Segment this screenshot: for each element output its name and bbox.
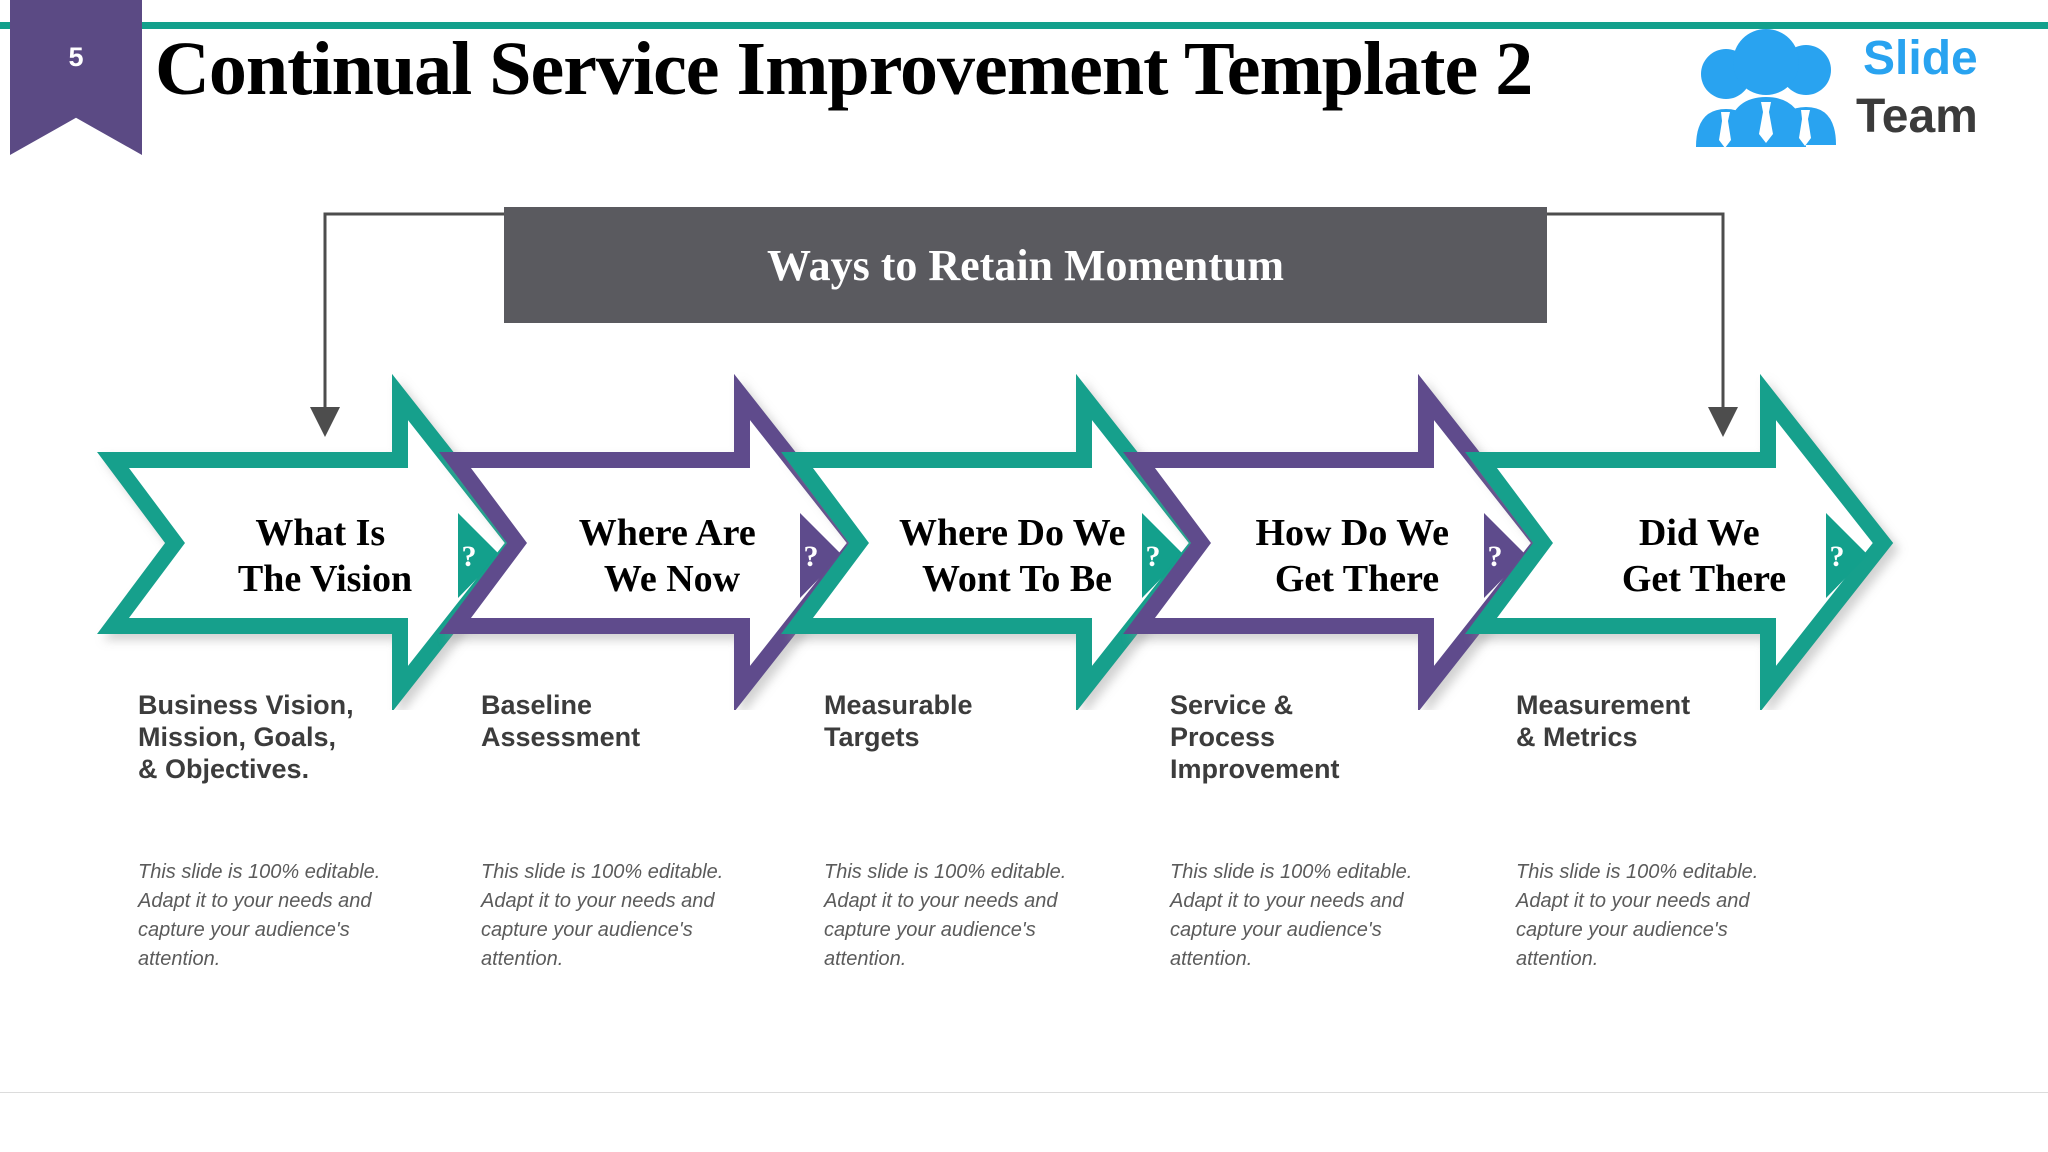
step-body-1: This slide is 100% editable. Adapt it to… <box>138 861 381 970</box>
step-detail-columns: Business Vision, Mission, Goals, & Objec… <box>0 690 2048 1020</box>
momentum-banner: Ways to Retain Momentum <box>504 207 1547 323</box>
chevron-step-5[interactable] <box>1465 373 1894 710</box>
chevron-marker-2: ? <box>800 513 842 598</box>
chevron-step-4[interactable] <box>1123 373 1552 710</box>
three-people-icon <box>1696 29 1836 147</box>
chevron-step-3[interactable] <box>781 373 1210 710</box>
chevron-label-2-line1: Where Are <box>579 512 756 554</box>
chevron-label-2-line2: We Now <box>604 558 741 600</box>
chevron-label-5-line1: Did We <box>1639 512 1760 554</box>
step-heading-2: Baseline Assessment <box>481 690 641 752</box>
step-detail-3: Measurable Targets This slide is 100% ed… <box>824 690 1114 970</box>
question-mark-glyph-4: ? <box>1488 540 1503 573</box>
step-body-5: This slide is 100% editable. Adapt it to… <box>1516 861 1759 970</box>
momentum-banner-label: Ways to Retain Momentum <box>767 240 1284 290</box>
footer-divider <box>0 1092 2048 1093</box>
logo-word-slide: Slide <box>1863 32 1978 85</box>
question-mark-glyph-5: ? <box>1830 540 1845 573</box>
slide-number-badge: 5 <box>10 0 142 155</box>
step-heading-1: Business Vision, Mission, Goals, & Objec… <box>138 690 354 784</box>
chevron-label-4: How Do We Get There <box>1255 512 1458 600</box>
step-detail-1: Business Vision, Mission, Goals, & Objec… <box>138 690 428 970</box>
chevron-marker-1: ? <box>458 513 500 598</box>
step-detail-4: Service & Process Improvement This slide… <box>1170 690 1460 970</box>
chevron-marker-3: ? <box>1142 513 1184 598</box>
step-body-4: This slide is 100% editable. Adapt it to… <box>1170 861 1413 970</box>
chevron-label-4-line2: Get There <box>1275 558 1439 600</box>
chevron-label-3-line2: Wont To Be <box>922 558 1112 600</box>
chevron-label-5-line2: Get There <box>1622 558 1786 600</box>
chevron-label-1-line1: What Is <box>255 512 385 554</box>
slide-header: 5 Continual Service Improvement Template… <box>0 0 2048 170</box>
chevron-label-1: What Is The Vision <box>238 512 412 600</box>
chevron-label-4-line1: How Do We <box>1255 512 1449 554</box>
step-heading-3: Measurable Targets <box>824 690 973 752</box>
step-detail-2: Baseline Assessment This slide is 100% e… <box>481 690 771 970</box>
chevron-label-2: Where Are We Now <box>579 512 765 600</box>
connector-right <box>1547 212 1738 437</box>
chevron-step-1[interactable] <box>97 373 526 710</box>
chevron-marker-4: ? <box>1484 513 1526 598</box>
process-flow-diagram: ? What Is The Vision ? Where Are We Now … <box>97 212 1894 710</box>
logo-word-team: Team <box>1856 90 1978 143</box>
question-mark-glyph-1: ? <box>462 540 477 573</box>
step-heading-4: Service & Process Improvement <box>1170 690 1340 784</box>
header-teal-rule <box>0 22 2048 29</box>
step-body-3: This slide is 100% editable. Adapt it to… <box>824 861 1067 970</box>
connector-left <box>310 212 504 437</box>
chevron-label-1-line2: The Vision <box>238 558 412 600</box>
slide-number-label: 5 <box>68 42 84 72</box>
question-mark-glyph-2: ? <box>804 540 819 573</box>
chevron-label-3-line1: Where Do We <box>899 512 1126 554</box>
chevron-marker-5: ? <box>1826 513 1868 598</box>
question-mark-glyph-3: ? <box>1146 540 1161 573</box>
chevron-label-5: Did We Get There <box>1622 512 1786 600</box>
chevron-label-3: Where Do We Wont To Be <box>899 512 1135 600</box>
chevron-step-2[interactable] <box>439 373 868 710</box>
step-detail-5: Measurement & Metrics This slide is 100%… <box>1516 690 1806 970</box>
slideteam-logo[interactable]: Slide Team <box>1678 22 2028 147</box>
page-title: Continual Service Improvement Template 2 <box>155 27 1533 111</box>
step-body-2: This slide is 100% editable. Adapt it to… <box>481 861 724 970</box>
step-heading-5: Measurement & Metrics <box>1516 690 1691 752</box>
